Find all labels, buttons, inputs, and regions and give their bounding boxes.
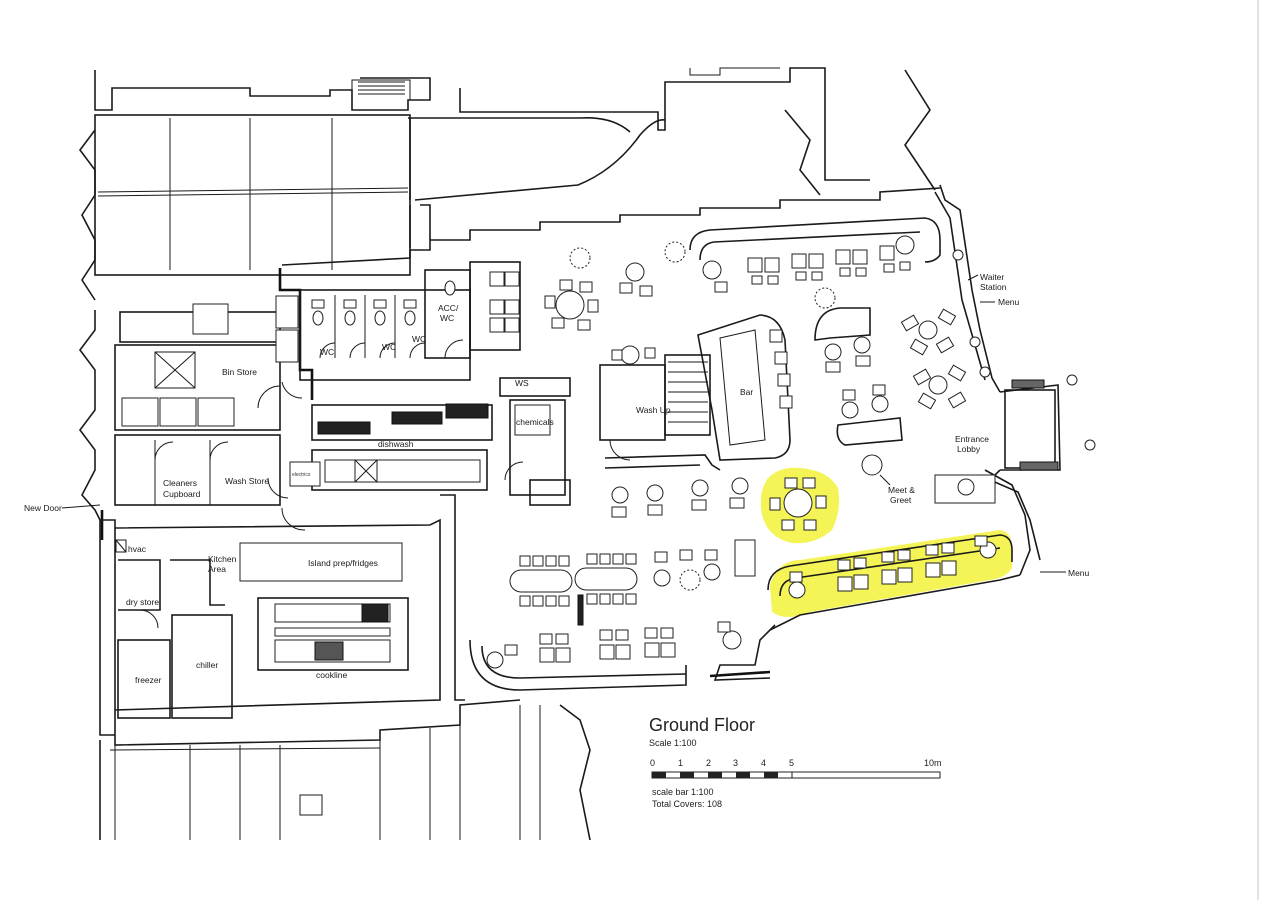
kitchen-label-line2: Area bbox=[208, 564, 226, 574]
dishwash-label: dishwash bbox=[378, 439, 414, 449]
entrance-label-line2: Lobby bbox=[957, 444, 981, 454]
toilets-area: WC WC WC ACC/ WC bbox=[281, 269, 471, 399]
kitchen-area: hvac dry store freezer chiller Kitchen A… bbox=[115, 539, 409, 719]
chemicals-label: chemicals bbox=[516, 417, 554, 427]
wash-up-label: Wash Up bbox=[636, 405, 671, 415]
scale-tick-0: 0 bbox=[650, 758, 655, 768]
entrance-label-line1: Entrance bbox=[955, 434, 989, 444]
dining-tables-north bbox=[469, 217, 941, 365]
bin-store-area: Bin Store bbox=[114, 295, 299, 431]
bin-store-label: Bin Store bbox=[222, 367, 257, 377]
scale-tick-4: 4 bbox=[761, 758, 766, 768]
scale-tick-3: 3 bbox=[733, 758, 738, 768]
wc-label-3: WC bbox=[412, 334, 426, 344]
bar-label: Bar bbox=[740, 387, 753, 397]
scale-tick-10m: 10m bbox=[924, 758, 942, 768]
east-callouts: Waiter Station Menu Entrance Lobby Meet … bbox=[879, 272, 1090, 578]
dry-store-label: dry store bbox=[126, 597, 159, 607]
wash-store-label: Wash Store bbox=[225, 476, 269, 486]
north-context bbox=[79, 67, 936, 301]
cleaners-wash-store: Cleaners Cupboard Wash Store bbox=[114, 434, 306, 531]
new-door-label: New Door bbox=[24, 503, 62, 513]
hvac-label: hvac bbox=[128, 544, 147, 554]
south-context bbox=[99, 704, 591, 841]
island-label: Island prep/fridges bbox=[308, 558, 378, 568]
cleaners-label-line2: Cupboard bbox=[163, 489, 201, 499]
dining-tables-east bbox=[814, 249, 1096, 504]
legend-covers: Total Covers: 108 bbox=[652, 799, 722, 809]
acc-wc-label-line1: ACC/ bbox=[438, 303, 459, 313]
waiter-station-label-line1: Waiter bbox=[980, 272, 1004, 282]
legend-title: Ground Floor bbox=[649, 715, 755, 735]
scale-bar bbox=[651, 771, 941, 779]
cleaners-label-line1: Cleaners bbox=[163, 478, 197, 488]
freezer-label: freezer bbox=[135, 675, 162, 685]
menu-label-bottom: Menu bbox=[1068, 568, 1090, 578]
meet-greet-label-line2: Greet bbox=[890, 495, 912, 505]
new-door-callout: New Door bbox=[24, 503, 101, 513]
north-booth-tables bbox=[747, 245, 911, 285]
building-outline bbox=[79, 184, 1061, 746]
scale-tick-2: 2 bbox=[706, 758, 711, 768]
bar-area: Bar Wash Up bbox=[599, 314, 793, 471]
wc-label-2: WC bbox=[382, 342, 396, 352]
meet-greet-label-line1: Meet & bbox=[888, 485, 915, 495]
legend-scale-bar: scale bar 1:100 bbox=[652, 787, 714, 797]
plants bbox=[569, 241, 836, 591]
ws-label: WS bbox=[515, 378, 529, 388]
wc-label-1: WC bbox=[320, 347, 334, 357]
menu-label-top: Menu bbox=[998, 297, 1020, 307]
legend-scale: Scale 1:100 bbox=[649, 738, 697, 748]
acc-wc-label-line2: WC bbox=[440, 313, 454, 323]
dining-tables-south bbox=[486, 477, 1013, 669]
waiter-station-label-line2: Station bbox=[980, 282, 1007, 292]
kitchen-label-line1: Kitchen bbox=[208, 554, 237, 564]
chiller-label: chiller bbox=[196, 660, 218, 670]
electrics-label: electrics bbox=[292, 472, 311, 478]
legend: Ground Floor Scale 1:100 0 1 2 3 4 5 10m… bbox=[649, 715, 942, 809]
scale-tick-5: 5 bbox=[789, 758, 794, 768]
scale-tick-1: 1 bbox=[678, 758, 683, 768]
cookline-label: cookline bbox=[316, 670, 347, 680]
scan-edge bbox=[1257, 0, 1259, 900]
service-corridor: dishwash WS chemicals electrics bbox=[289, 377, 571, 506]
